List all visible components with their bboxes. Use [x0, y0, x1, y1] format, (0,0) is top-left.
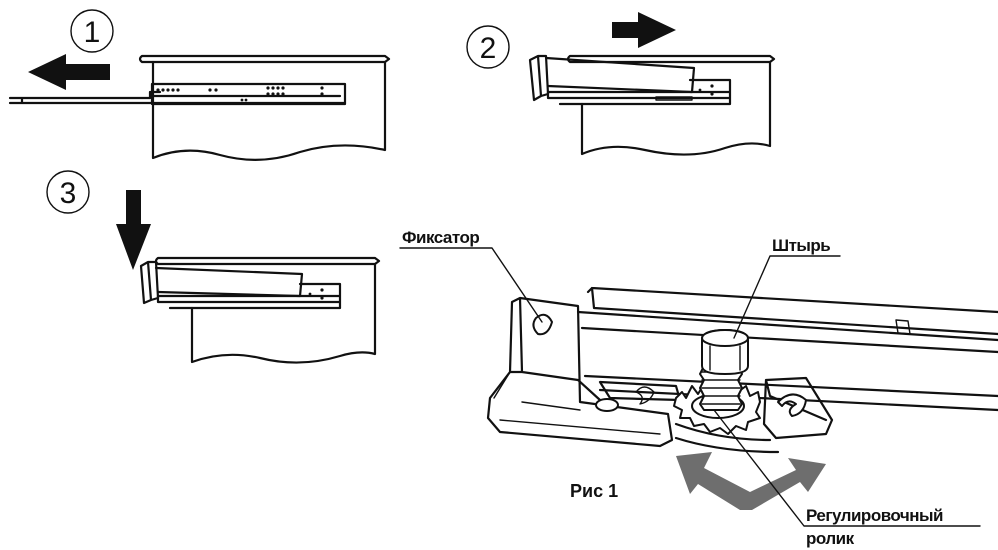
pin-label: Штырь [772, 236, 830, 255]
step-2-rail-holes [698, 84, 714, 96]
step-3-top-panel [154, 256, 381, 266]
step-2-top-panel [566, 54, 776, 64]
step-2-cabinet-side [580, 60, 772, 156]
pull-left-arrow-icon [28, 54, 110, 90]
latch-label: Фиксатор [402, 228, 479, 247]
step-3-illustration: 3 [46, 170, 381, 364]
right-clip-slot [777, 393, 807, 417]
curved-slot-left [635, 386, 655, 405]
step-3-drawer-side [154, 266, 304, 298]
pin [699, 329, 749, 411]
step-2-number: 2 [480, 32, 497, 65]
latch-bracket [486, 296, 674, 448]
latch-bracket-inner [493, 371, 661, 435]
step-3-drawer-front [139, 260, 160, 305]
step-3-rail-holes [308, 288, 324, 300]
pin-leader-line [733, 255, 841, 339]
pin-cap-ridges [709, 345, 741, 371]
step-2-illustration: 2 [466, 12, 776, 156]
step-1-circle [70, 9, 114, 53]
right-clip [762, 376, 834, 440]
roller-label-line2: ролик [806, 529, 855, 548]
step-3-cabinet-side [190, 262, 377, 364]
step-3-circle [46, 170, 90, 214]
step-1-rail-holes [156, 86, 324, 102]
pin-cap-top [701, 329, 749, 347]
step-2-slide-rail [546, 78, 732, 106]
step-1-top-panel [138, 54, 391, 64]
adjustment-detail: Фиксатор Штырь Регулировочный ролик Рис … [399, 228, 998, 548]
detail-rail-tab [895, 319, 911, 335]
roller-label-line1: Регулировочный [806, 506, 943, 525]
step-2-circle [466, 25, 510, 69]
step-1-number: 1 [84, 16, 101, 49]
adjustment-direction-arrow-icon [676, 452, 826, 510]
figure-caption: Рис 1 [570, 481, 618, 501]
adjustment-track [674, 422, 780, 454]
latch-hole-icon [532, 313, 553, 336]
step-1-illustration: 1 [8, 9, 391, 161]
press-down-arrow-icon [116, 190, 151, 270]
detail-long-rail [576, 286, 998, 412]
step-3-number: 3 [60, 177, 77, 210]
roller-leader-line [713, 409, 981, 527]
step-3-slide-rail [156, 282, 342, 310]
step-1-cabinet-side [151, 60, 387, 161]
base-plate-hole [595, 398, 619, 412]
push-right-arrow-icon [612, 12, 676, 48]
latch-leader-line [399, 247, 543, 323]
step-1-slide-rail [8, 82, 347, 106]
step-2-drawer-front [528, 54, 550, 102]
step-2-rail-slot [655, 96, 693, 101]
